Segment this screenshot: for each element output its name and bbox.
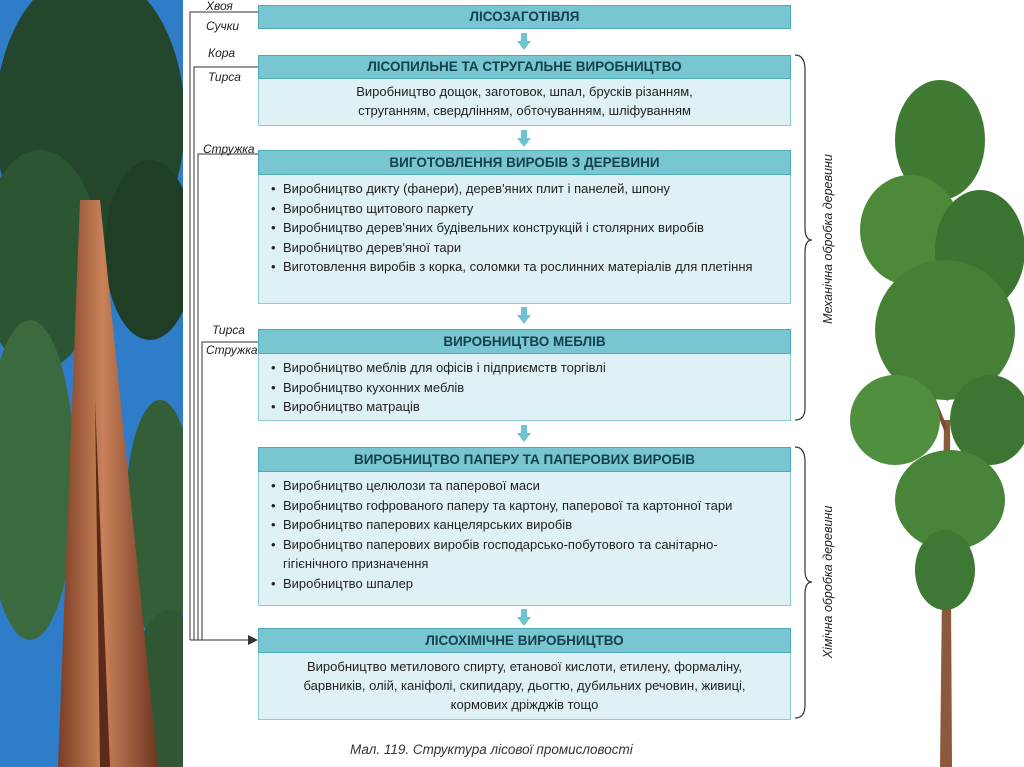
bracket-label-chemical: Хімічна обробка деревини <box>821 505 835 659</box>
panel-line: кормових дріжджів тощо <box>450 697 599 712</box>
block-header-sawmilling: ЛІСОПИЛЬНЕ ТА СТРУГАЛЬНЕ ВИРОБНИЦТВО <box>258 55 791 79</box>
down-arrow-icon <box>517 425 531 442</box>
block-panel-wood-products: Виробництво дикту (фанери), дерев'яних п… <box>258 175 791 304</box>
label-tyrsa-2: Тирса <box>212 323 245 337</box>
list-item: Виробництво дерев'яних будівельних конст… <box>271 218 790 238</box>
list-item: Виробництво шпалер <box>271 574 790 594</box>
list-item: Виробництво кухонних меблів <box>271 378 790 398</box>
block-header-wood-products: ВИГОТОВЛЕННЯ ВИРОБІВ З ДЕРЕВИНИ <box>258 150 791 175</box>
block-panel-wood-chemistry: Виробництво метилового спирту, етанової … <box>258 653 791 720</box>
list-item: Виробництво целюлози та паперової маси <box>271 476 790 496</box>
panel-line: Виробництво метилового спирту, етанової … <box>307 659 742 674</box>
list-item: Виробництво дикту (фанери), дерев'яних п… <box>271 179 790 199</box>
block-header-paper: ВИРОБНИЦТВО ПАПЕРУ ТА ПАПЕРОВИХ ВИРОБІВ <box>258 447 791 472</box>
panel-line: барвників, олій, каніфолі, скипидару, дь… <box>303 678 746 693</box>
down-arrow-icon <box>517 307 531 324</box>
figure-caption: Мал. 119. Структура лісової промисловост… <box>350 742 633 757</box>
label-struzhka-2: Стружка <box>206 343 258 357</box>
list-item: Виробництво дерев'яної тари <box>271 238 790 258</box>
down-arrow-icon <box>517 609 531 626</box>
down-arrow-icon <box>517 130 531 147</box>
label-struzhka-1: Стружка <box>203 142 255 156</box>
list-item: Виробництво паперових канцелярських виро… <box>271 515 790 535</box>
list-item: Виробництво меблів для офісів і підприєм… <box>271 358 790 378</box>
list-item: Виробництво матраців <box>271 397 790 417</box>
down-arrow-icon <box>517 33 531 50</box>
block-panel-furniture: Виробництво меблів для офісів і підприєм… <box>258 354 791 421</box>
block-header-logging: ЛІСОЗАГОТІВЛЯ <box>258 5 791 29</box>
block-header-furniture: ВИРОБНИЦТВО МЕБЛІВ <box>258 329 791 354</box>
label-kora: Кора <box>208 46 236 60</box>
label-suchky: Сучки <box>206 19 240 33</box>
block-header-wood-chemistry: ЛІСОХІМІЧНЕ ВИРОБНИЦТВО <box>258 628 791 653</box>
panel-line: струганням, свердлінням, обточуванням, ш… <box>358 103 691 118</box>
block-panel-paper: Виробництво целюлози та паперової маси В… <box>258 472 791 606</box>
list-item: Виготовлення виробів з корка, соломки та… <box>271 257 763 277</box>
list-item: Виробництво гофрованого паперу та картон… <box>271 496 790 516</box>
panel-line: Виробництво дощок, заготовок, шпал, брус… <box>356 84 693 99</box>
list-item: Виробництво паперових виробів господарсь… <box>271 535 773 574</box>
label-hvoya: Хвоя <box>206 0 233 13</box>
sequoia-photo <box>0 0 183 767</box>
block-panel-sawmilling: Виробництво дощок, заготовок, шпал, брус… <box>258 79 791 126</box>
bracket-label-mechanical: Механічна обробка деревини <box>821 154 835 324</box>
list-item: Виробництво щитового паркету <box>271 199 790 219</box>
pine-photo <box>840 0 1024 767</box>
label-tyrsa-1: Тирса <box>208 70 241 84</box>
